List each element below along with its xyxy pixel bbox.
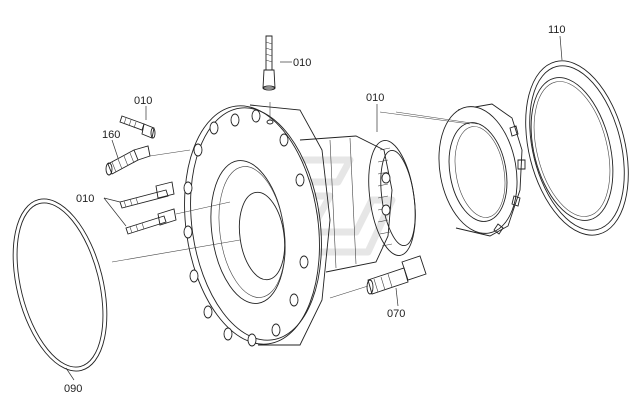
callout-010-bearing: 010: [366, 92, 384, 104]
bolt-010-top: [262, 35, 276, 91]
callout-010-studs: 010: [76, 193, 94, 205]
bolt-070: [366, 255, 427, 295]
seal-ring-110: [525, 60, 629, 236]
breather-160: [105, 145, 151, 176]
callout-070: 070: [387, 308, 405, 320]
slotted-nut: [438, 103, 526, 237]
leader-lines: [65, 35, 563, 381]
studs-010: [119, 181, 177, 235]
callout-010-small-stud: 010: [134, 95, 152, 107]
callout-090: 090: [64, 383, 82, 395]
callout-010-top-bolt: 010: [293, 57, 311, 69]
o-ring-090: [12, 198, 108, 372]
stud-010-small: [119, 115, 156, 139]
callout-160: 160: [102, 129, 120, 141]
callout-110: 110: [548, 24, 566, 36]
wheel-hub: [183, 104, 416, 347]
